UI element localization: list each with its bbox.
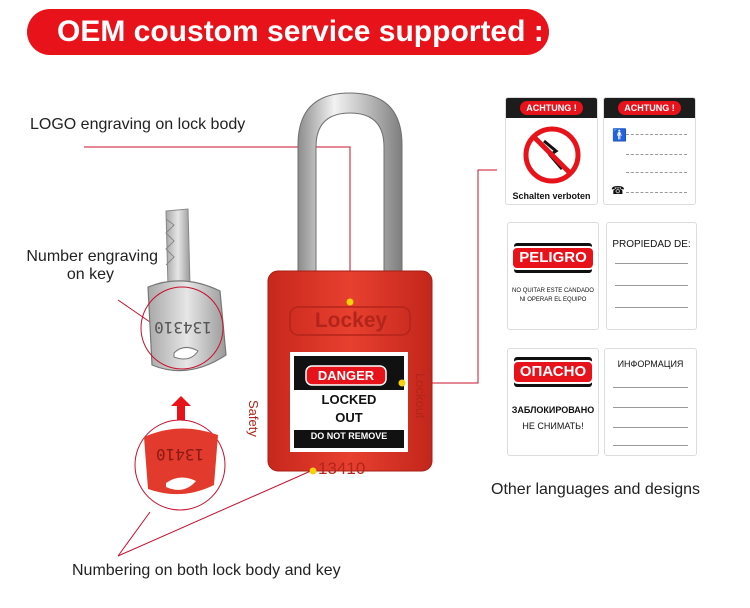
logo-leader-line: [84, 146, 351, 300]
label-card-spanish-warning: PELIGRO NO QUITAR ESTE CANDADO NI OPERAR…: [507, 222, 599, 330]
spanish-line2: NI OPERAR EL EQUIPO: [519, 297, 587, 303]
lock-tag-out: OUT: [335, 410, 363, 425]
lock-tag-locked: LOCKED: [321, 392, 377, 407]
lock-logo-marker: [346, 298, 354, 306]
lock-brand-engraving: Lockey: [314, 309, 388, 332]
label-card-russian-form: ИНФОРМАЦИЯ: [604, 348, 697, 456]
padlock-image: [267, 92, 433, 475]
lock-side-right-text: Lockout: [413, 373, 428, 419]
lock-side-left-text: Safety: [246, 400, 261, 437]
logo-engraving-callout: LOGO engraving on lock body: [30, 116, 246, 133]
lock-label-marker: [398, 379, 406, 387]
label-card-german-warning: ACHTUNG ! Schalten verboten: [505, 97, 598, 205]
peligro-title: PELIGRO: [511, 246, 595, 270]
numbering-caption: Numbering on both lock body and key: [72, 562, 341, 579]
red-key-cap-image: [134, 419, 226, 511]
key-engraved-number: 134310: [154, 318, 212, 337]
lock-tag-do-not-remove: DO NOT REMOVE: [310, 431, 388, 441]
informatsiya-title: ИНФОРМАЦИЯ: [617, 359, 684, 369]
label-card-russian-warning: ОПАСНО ЗАБЛОКИРОВАНО НЕ СНИМАТЬ!: [507, 348, 599, 456]
bottom-leader-line-key: [117, 511, 151, 557]
person-icon: 🚹: [612, 128, 627, 142]
german-warning-caption: Schalten verboten: [512, 191, 591, 201]
key-callout-line2: on key: [66, 266, 114, 283]
propiedad-title: PROPIEDAD DE:: [612, 239, 691, 250]
russian-line1: ЗАБЛОКИРОВАНО: [511, 405, 595, 415]
achtung-form-header: ACHTUNG !: [618, 101, 681, 115]
key-leader-line: [117, 299, 151, 323]
no-switch-icon: [523, 126, 581, 184]
banner-title: OEM coustom service supported :: [57, 15, 544, 48]
opasno-title: ОПАСНО: [511, 360, 595, 384]
silver-key-image: [140, 208, 227, 372]
spanish-line1: NO QUITAR ESTE CANDADO: [512, 288, 594, 294]
key-cap-number: 13410: [155, 445, 205, 464]
phone-icon: ☎: [611, 185, 625, 197]
key-highlight-ring: [140, 286, 224, 370]
key-cap-highlight-ring: [134, 419, 226, 511]
up-arrow-icon: [171, 396, 191, 420]
achtung-header: ACHTUNG !: [520, 101, 583, 115]
oem-service-banner: OEM coustom service supported :: [27, 9, 549, 55]
russian-line2: НЕ СНИМАТЬ!: [522, 421, 584, 431]
key-engraving-callout: Number engraving on key: [14, 248, 158, 284]
lock-number-marker: [309, 467, 317, 475]
lock-tag-danger: DANGER: [317, 368, 375, 383]
other-leader-line: [404, 169, 497, 384]
key-callout-line1: Number engraving: [26, 248, 158, 265]
other-designs-caption: Other languages and designs: [491, 481, 701, 498]
label-card-spanish-form: PROPIEDAD DE:: [606, 222, 697, 330]
lock-serial-number: 13410: [318, 459, 366, 478]
label-card-german-form: ACHTUNG ! 🚹 ☎: [603, 97, 696, 205]
bottom-leader-line-lock: [117, 469, 314, 557]
